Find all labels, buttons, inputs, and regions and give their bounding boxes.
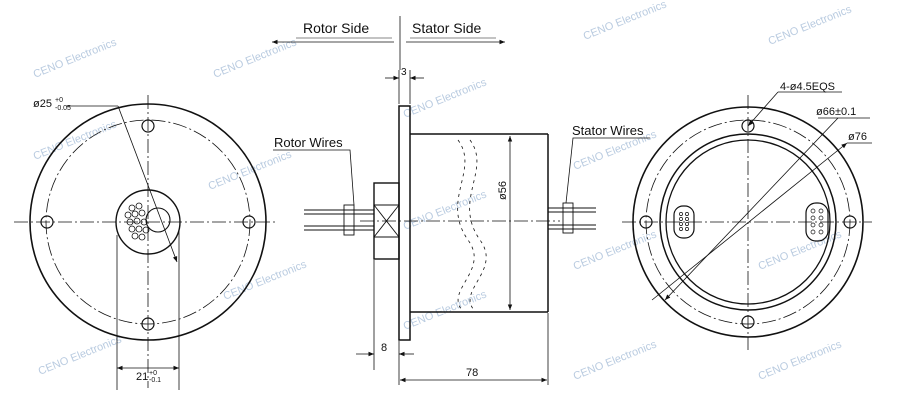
stator-wires-label: Stator Wires	[572, 123, 644, 138]
mounting-hole	[639, 215, 653, 229]
rotor-side-label: Rotor Side	[303, 20, 369, 36]
stator-side-label: Stator Side	[412, 20, 481, 36]
flange-outline	[29, 103, 267, 341]
width-21-tolerance-lower: -0.1	[149, 377, 161, 384]
holes-label: 4-ø4.5EQS	[780, 81, 835, 93]
flange-outline	[632, 106, 864, 338]
stator-body-outer	[659, 133, 837, 311]
mounting-hole	[741, 315, 755, 329]
watermark: CENO Electronics	[757, 338, 844, 383]
stator-wires-leader	[565, 137, 650, 204]
mounting-hole	[242, 215, 256, 229]
rotor-hub	[115, 189, 181, 255]
rotor-wires-label: Rotor Wires	[274, 135, 343, 150]
break-line	[469, 139, 487, 311]
dim-66-label: ø66±0.1	[816, 106, 856, 118]
stator-wire-sleeve	[562, 202, 574, 234]
width-21-label: 21	[136, 371, 148, 383]
dim-66-leader	[664, 117, 839, 301]
mounting-hole	[843, 215, 857, 229]
watermark: CENO Electronics	[402, 188, 489, 233]
dim-76-leader	[651, 142, 848, 301]
watermark: CENO Electronics	[572, 338, 659, 383]
dim-78-label: 78	[466, 367, 478, 379]
dim-76-label: ø76	[848, 131, 867, 143]
stator-end-labels: 4-ø4.5EQS ø66±0.1 ø76	[780, 81, 867, 143]
wire-exit-right-dots	[810, 208, 824, 235]
stator-end-view	[622, 91, 872, 350]
watermark: CENO Electronics	[402, 76, 489, 121]
dim-56-label: ø56	[497, 181, 509, 200]
watermark: CENO Electronics	[572, 228, 659, 273]
dim-8-label: 8	[381, 342, 387, 354]
rotor-wire-sleeve	[343, 204, 355, 236]
wire-bundle	[124, 202, 150, 241]
bore-diameter-label: ø25	[33, 98, 52, 110]
watermark: CENO Electronics	[207, 148, 294, 193]
wire-exit-left-dots	[679, 212, 689, 231]
rotor-end-view	[14, 95, 278, 390]
mounting-hole	[40, 215, 54, 229]
watermark: CENO Electronics	[37, 333, 124, 378]
stator-body-inner	[665, 139, 831, 305]
watermark: CENO Electronics	[32, 36, 119, 81]
watermark: CENO Electronics	[32, 118, 119, 163]
bore-tolerance-upper: +0	[55, 97, 63, 104]
dim-3-label: 3	[401, 67, 407, 78]
mounting-hole	[741, 119, 755, 133]
mounting-hole	[141, 317, 155, 331]
watermark: CENO Electronics	[402, 288, 489, 333]
watermark: CENO Electronics	[222, 258, 309, 303]
holes-leader	[747, 91, 779, 127]
watermark: CENO Electronics	[582, 0, 669, 43]
rotor-end-labels: ø25 +0 -0.05 21 +0 -0.1	[33, 97, 161, 384]
watermark: CENO Electronics	[212, 36, 299, 81]
watermark: CENO Electronics	[767, 3, 854, 48]
side-view-labels: Rotor Side Stator Side Rotor Wires Stato…	[274, 20, 644, 379]
side-view	[272, 16, 650, 385]
break-line	[457, 139, 475, 311]
rotor-wires-leader	[273, 149, 355, 206]
wire-exit-left	[673, 205, 695, 239]
mounting-hole	[141, 119, 155, 133]
wire-exit-right	[805, 202, 829, 242]
bore-leader-line	[117, 105, 178, 263]
bore-tolerance-lower: -0.05	[55, 105, 71, 112]
width-21-tolerance-upper: +0	[149, 370, 157, 377]
